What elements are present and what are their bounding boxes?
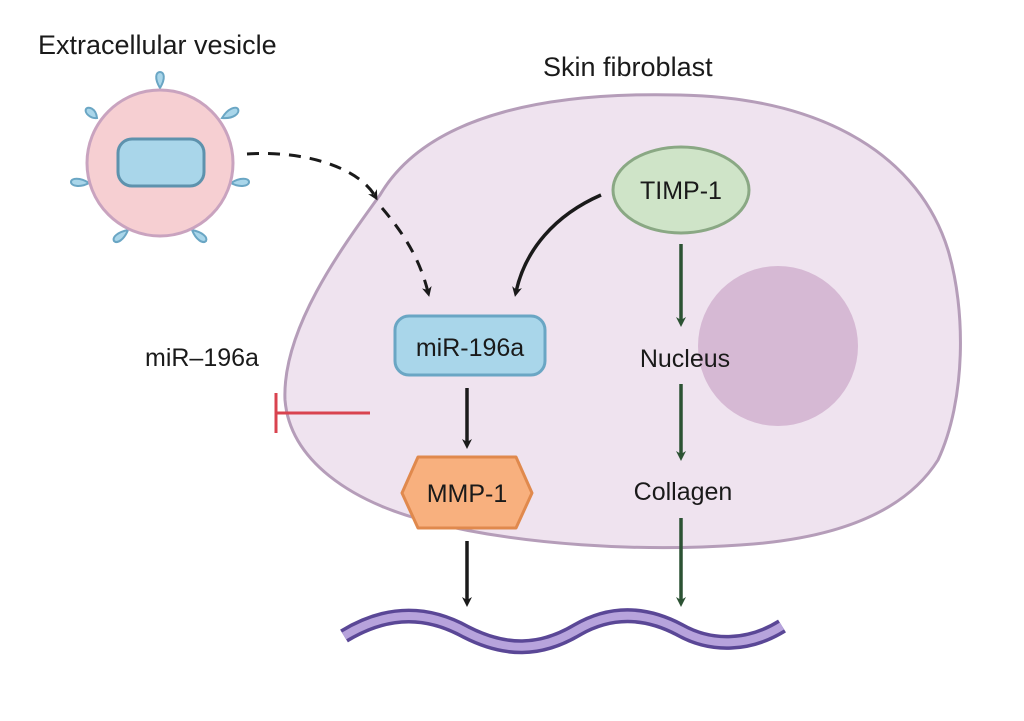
mir196a-node: miR-196a <box>393 314 547 377</box>
vesicle-spike <box>69 177 91 187</box>
inhibition-symbol <box>274 393 370 433</box>
timp1-to-mir-arrow <box>512 193 602 297</box>
extracellular-vesicle <box>69 70 251 243</box>
vesicle-cargo <box>116 137 206 188</box>
mmp1-label: MMP-1 <box>427 480 508 508</box>
collagen-label: Collagen <box>634 478 733 506</box>
skin-fibroblast-cell <box>283 93 962 550</box>
timp1-label: TIMP-1 <box>640 177 722 205</box>
cell-title: Skin fibroblast <box>543 52 713 82</box>
mir196a-label: miR-196a <box>416 334 524 362</box>
vesicle-spike <box>190 228 208 243</box>
timp1-node: TIMP-1 <box>611 145 751 235</box>
nucleus-label: Nucleus <box>640 345 730 373</box>
vesicle-spike <box>155 70 165 90</box>
collagen-fiber <box>340 608 786 655</box>
nucleus-shape <box>698 266 858 426</box>
vesicle-spike <box>220 106 240 120</box>
vesicle-title: Extracellular vesicle <box>38 30 277 60</box>
mmp1-node: MMP-1 <box>400 455 534 530</box>
delivery-arrow-inner <box>380 207 432 297</box>
vesicle-spike <box>112 228 130 243</box>
external-mirna-label: miR–196a <box>145 344 259 372</box>
vesicle-spike <box>84 106 99 120</box>
delivery-arrow <box>246 151 378 201</box>
vesicle-spike <box>229 177 251 187</box>
